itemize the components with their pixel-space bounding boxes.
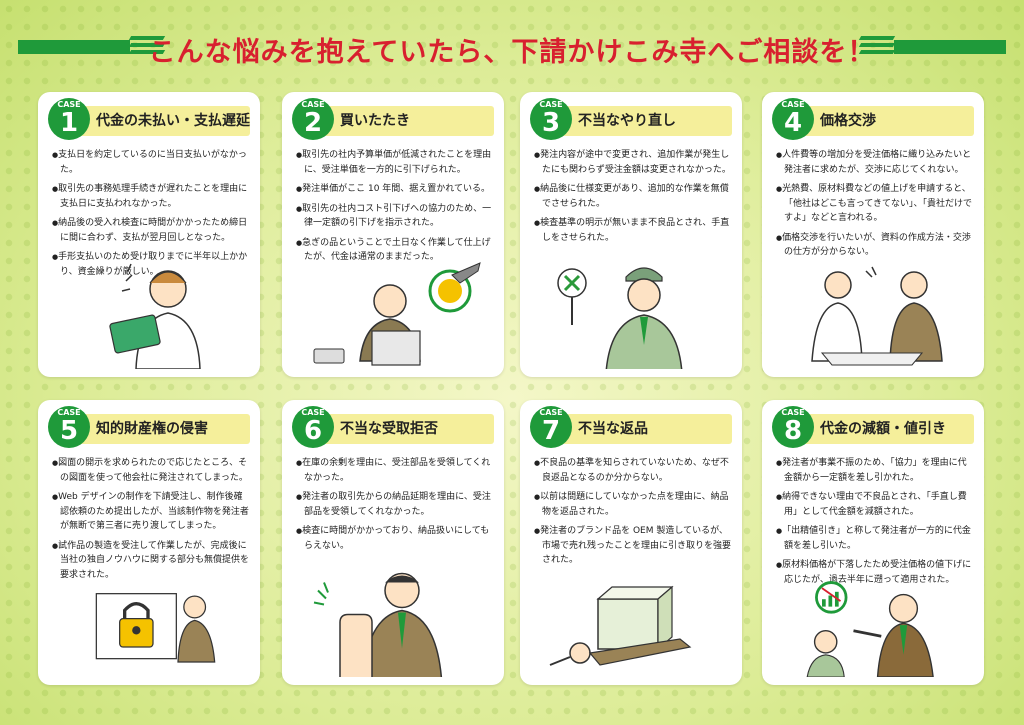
case-card-1: CASE 1 代金の未払い・支払遅延 支払日を約定しているのに当日支払いがなかっ… xyxy=(38,92,260,377)
case-item: 不良品の基準を知らされていないため、なぜ不良返品となるのか分からない。 xyxy=(534,456,732,485)
header-bar-left xyxy=(18,40,130,54)
case-card-6: CASE 6 不当な受取拒否 在庫の余剰を理由に、受注部品を受領してくれなかった… xyxy=(282,400,504,685)
case-title: 代金の未払い・支払遅延 xyxy=(96,113,250,129)
case-title: 不当な受取拒否 xyxy=(340,421,438,437)
case-item: 図面の開示を求められたので応じたところ、その図面を使って他会社に発注されてしまっ… xyxy=(52,456,250,485)
worried-person-bank-card-icon xyxy=(109,263,201,369)
case-item: 原材料価格が下落したため受注価格の値下げに応じたが、過去半年に遡って適用された。 xyxy=(776,558,974,587)
case-title: 不当な返品 xyxy=(578,421,648,437)
case-item: 急ぎの品ということで土日なく作業して仕上げたが、代金は通常のままだった。 xyxy=(296,236,494,265)
case-items: 支払日を約定しているのに当日支払いがなかった。 取引先の事務処理手続きが遅れたこ… xyxy=(52,148,250,284)
case-item: 光熱費、原材料費などの値上げを申請すると、「他社はどこも言ってきてない」、「貴社… xyxy=(776,182,974,226)
case-item: Web デザインの制作を下請受注し、制作後確認依頼のため提出したが、当該制作物を… xyxy=(52,490,250,534)
worker-on-phone-hammer-icon xyxy=(313,262,481,366)
case-badge: CASE 3 xyxy=(530,98,572,140)
case-badge: CASE 2 xyxy=(292,98,334,140)
case-badge: CASE 7 xyxy=(530,406,572,448)
case-badge: CASE 5 xyxy=(48,406,90,448)
case-title: 不当なやり直し xyxy=(578,113,676,129)
case-item: 人件費等の増加分を受注価格に織り込みたいと発注者に求めたが、交渉に応じてくれない… xyxy=(776,148,974,177)
case-title: 買いたたき xyxy=(340,113,410,129)
boss-scolding-worker-chart-icon xyxy=(806,581,934,677)
case-item: 取引先の社内コスト引下げへの協力のため、一律一定額の引下げを指示された。 xyxy=(296,202,494,231)
case-items: 発注内容が途中で変更され、追加作業が発生したにも関わらず受注金額は変更されなかっ… xyxy=(534,148,732,250)
man-stop-gesture-icon xyxy=(313,572,443,677)
case-title: 代金の減額・値引き xyxy=(820,421,946,437)
case-badge: CASE 4 xyxy=(772,98,814,140)
case-item: 発注者のブランド品を OEM 製造しているが、市場で売れ残ったことを理由に引き取… xyxy=(534,524,732,568)
case-item: 取引先の事務処理手続きが遅れたことを理由に支払日に支払われなかった。 xyxy=(52,182,250,211)
case-item: 検査基準の明示が無いまま不良品とされ、手直しをさせられた。 xyxy=(534,216,732,245)
case-badge: CASE 1 xyxy=(48,98,90,140)
header: こんな悩みを抱えていたら、下請かけこみ寺へご相談を！ xyxy=(0,28,1024,80)
case-items: 図面の開示を求められたので応じたところ、その図面を使って他会社に発注されてしまっ… xyxy=(52,456,250,587)
header-bar-right xyxy=(894,40,1006,54)
case-item: 発注者が事業不振のため、「協力」を理由に代金額から一定額を差し引かれた。 xyxy=(776,456,974,485)
two-men-negotiating-icon xyxy=(811,266,943,366)
case-item: 納得できない理由で不良品とされ、「手直し費用」として代金額を減額された。 xyxy=(776,490,974,519)
case-item: 試作品の製造を受注して作業したが、完成後に当社の独自ノウハウに関する部分も無償提… xyxy=(52,539,250,583)
case-item: 検査に時間がかかっており、納品扱いにしてもらえない。 xyxy=(296,524,494,553)
case-item: 「出精値引き」と称して発注者が一方的に代金額を差し引いた。 xyxy=(776,524,974,553)
case-card-7: CASE 7 不当な返品 不良品の基準を知らされていないため、なぜ不良返品となる… xyxy=(520,400,742,685)
case-items: 在庫の余剰を理由に、受注部品を受領してくれなかった。 発注者の取引先からの納品延… xyxy=(296,456,494,558)
man-crushed-by-box-icon xyxy=(549,585,692,666)
case-items: 取引先の社内予算単価が低減されたことを理由に、受注単価を一方的に引下げられた。 … xyxy=(296,148,494,270)
case-card-4: CASE 4 価格交渉 人件費等の増加分を受注価格に織り込みたいと発注者に求めた… xyxy=(762,92,984,377)
case-item: 納品後の受入れ検査に時間がかかったため締日に間に合わず、支払が翌月回しとなった。 xyxy=(52,216,250,245)
case-card-2: CASE 2 買いたたき 取引先の社内予算単価が低減されたことを理由に、受注単価… xyxy=(282,92,504,377)
case-item: 取引先の社内予算単価が低減されたことを理由に、受注単価を一方的に引下げられた。 xyxy=(296,148,494,177)
person-holding-padlock-board-icon xyxy=(95,593,216,663)
case-items: 人件費等の増加分を受注価格に織り込みたいと発注者に求めたが、交渉に応じてくれない… xyxy=(776,148,974,265)
case-title: 価格交渉 xyxy=(820,113,876,129)
case-badge: CASE 6 xyxy=(292,406,334,448)
case-item: 発注内容が途中で変更され、追加作業が発生したにも関わらず受注金額は変更されなかっ… xyxy=(534,148,732,177)
case-item: 発注者の取引先からの納品延期を理由に、受注部品を受領してくれなかった。 xyxy=(296,490,494,519)
headline: こんな悩みを抱えていたら、下請かけこみ寺へご相談を！ xyxy=(148,37,876,68)
case-item: 納品後に仕様変更があり、追加的な作業を無償でさせられた。 xyxy=(534,182,732,211)
case-items: 不良品の基準を知らされていないため、なぜ不良返品となるのか分からない。 以前は問… xyxy=(534,456,732,573)
case-item: 手形支払いのため受け取りまでに半年以上かかり、資金繰りが厳しい。 xyxy=(52,250,250,279)
worker-holding-x-sign-icon xyxy=(557,267,683,369)
case-card-5: CASE 5 知的財産権の侵害 図面の開示を求められたので応じたところ、その図面… xyxy=(38,400,260,685)
case-title: 知的財産権の侵害 xyxy=(96,421,208,437)
speed-lines-right-icon xyxy=(858,36,896,60)
case-card-8: CASE 8 代金の減額・値引き 発注者が事業不振のため、「協力」を理由に代金額… xyxy=(762,400,984,685)
case-item: 価格交渉を行いたいが、資料の作成方法・交渉の仕方が分からない。 xyxy=(776,231,974,260)
case-badge: CASE 8 xyxy=(772,406,814,448)
case-card-3: CASE 3 不当なやり直し 発注内容が途中で変更され、追加作業が発生したにも関… xyxy=(520,92,742,377)
case-items: 発注者が事業不振のため、「協力」を理由に代金額から一定額を差し引かれた。 納得で… xyxy=(776,456,974,592)
case-item: 在庫の余剰を理由に、受注部品を受領してくれなかった。 xyxy=(296,456,494,485)
case-item: 支払日を約定しているのに当日支払いがなかった。 xyxy=(52,148,250,177)
case-item: 発注単価がここ 10 年間、据え置かれている。 xyxy=(296,182,494,197)
case-item: 以前は問題にしていなかった点を理由に、納品物を返品された。 xyxy=(534,490,732,519)
